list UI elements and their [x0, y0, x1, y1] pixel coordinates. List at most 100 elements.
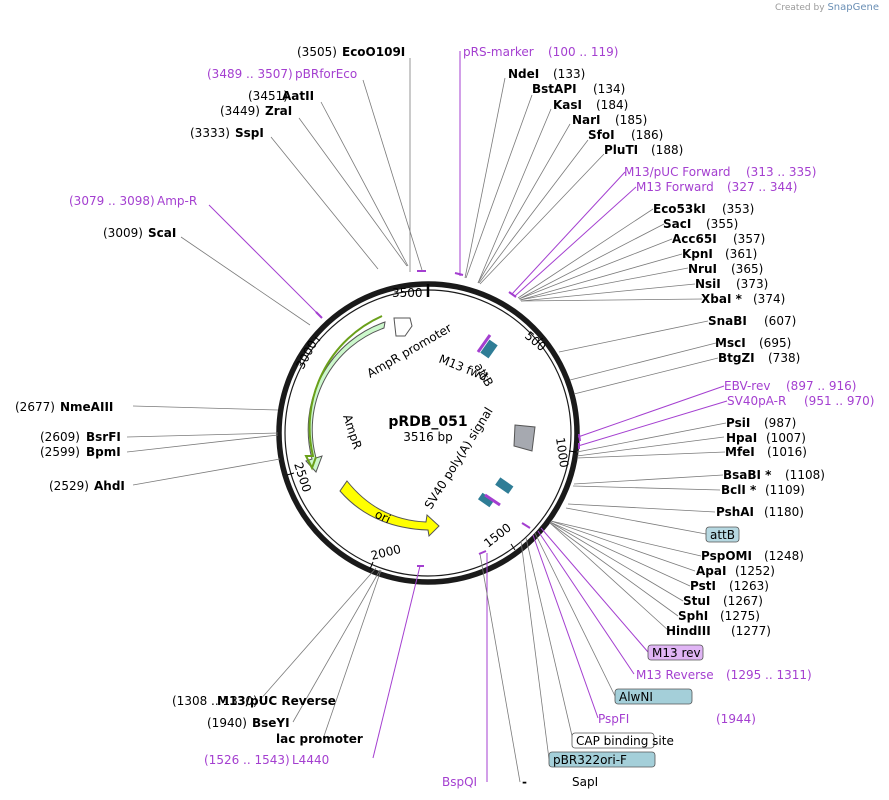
site-saci-name[interactable]: SacI	[663, 217, 691, 231]
tick-mark-2500	[286, 472, 295, 476]
site-zrai-name[interactable]: ZraI	[265, 104, 292, 118]
site-sv40pa-r-pos: (951 .. 970)	[804, 394, 874, 408]
l4440-site	[478, 550, 487, 555]
site-psii-name[interactable]: PsiI	[726, 416, 750, 430]
site-bcli-name[interactable]: BclI *	[721, 483, 757, 497]
site-kpni-name[interactable]: KpnI	[682, 247, 713, 261]
site-pspomi-name[interactable]: PspOMI	[701, 549, 752, 563]
site-alwni-name[interactable]: M13/pUC Reverse	[217, 694, 336, 708]
site-sphi-name[interactable]: SphI	[678, 609, 708, 623]
site-sspi-name[interactable]: SspI	[235, 126, 264, 140]
site-bstapi-name[interactable]: BstAPI	[532, 82, 577, 96]
site-sspi-pos: (3333)	[190, 126, 230, 140]
site-btgzi-pos: (738)	[768, 351, 800, 365]
site-pspomi-pos: (1248)	[764, 549, 804, 563]
attb-marker[interactable]	[480, 339, 498, 359]
site-msci-name[interactable]: MscI	[715, 336, 746, 350]
site-m13-forward-name[interactable]: M13 Forward	[636, 180, 714, 194]
site-pbr322ori-f-name[interactable]: L4440	[292, 753, 329, 767]
leader-sspi	[270, 136, 379, 270]
site-m13-reverse-name[interactable]: M13 Reverse	[636, 668, 714, 682]
site-m13puc-reverse-name[interactable]: PspFI	[598, 712, 629, 726]
site-nrui-name[interactable]: NruI	[688, 262, 717, 276]
leader-ndei	[464, 77, 506, 279]
m13-rev-marker[interactable]	[484, 493, 501, 507]
lac-marker[interactable]	[477, 492, 495, 508]
site-psti-name[interactable]: PstI	[690, 579, 716, 593]
site-mfei-pos: (1016)	[767, 445, 807, 459]
site-nsii-name[interactable]: NsiI	[695, 277, 721, 291]
site-bsrfi-name[interactable]: BsrFI	[86, 430, 121, 444]
tick-label-2000: 2000	[369, 542, 402, 563]
attb-marker-lower[interactable]	[495, 477, 514, 494]
lac-promoter-label-box[interactable]	[571, 732, 655, 749]
m13-fwd-marker[interactable]	[476, 334, 492, 353]
site-ndei-name[interactable]: NdeI	[508, 67, 539, 81]
site-ahdi-name[interactable]: AhdI	[94, 479, 125, 493]
site-kasi-name[interactable]: KasI	[553, 98, 582, 112]
site-l4440-name[interactable]: BspQI	[442, 775, 477, 789]
cap-binding-site-label-box[interactable]	[548, 751, 656, 768]
site-ebv-rev-name[interactable]: EBV-rev	[724, 379, 770, 393]
site-sfoi-pos: (186)	[631, 128, 663, 142]
site-hindiii-name[interactable]: HindIII	[666, 624, 711, 638]
site-pshai-name[interactable]: PshAI	[716, 505, 754, 519]
site-ahdi-pos: (2529)	[49, 479, 89, 493]
site-pluti-name[interactable]: PluTI	[604, 143, 638, 157]
site-ndei-pos: (133)	[553, 67, 585, 81]
site-nsii-pos: (373)	[736, 277, 768, 291]
m13-rev-label-box[interactable]	[647, 644, 704, 661]
site-pbrforeco-name[interactable]: pBRforEco	[295, 67, 357, 81]
site-pspfi-name[interactable]: BseYI	[252, 716, 290, 730]
site-zrai-pos: (3449)	[220, 104, 260, 118]
site-amp-r-name[interactable]: Amp-R	[157, 194, 197, 208]
lac-operator-label-box[interactable]	[614, 688, 693, 705]
site-bspqi-name[interactable]: -	[522, 775, 527, 789]
site-sfoi-name[interactable]: SfoI	[588, 128, 615, 142]
site-m13puc-forward-name[interactable]: M13/pUC Forward	[624, 165, 731, 179]
site-apai-name[interactable]: ApaI	[696, 564, 726, 578]
site-btgzi-name[interactable]: BtgZI	[718, 351, 755, 365]
leader-bsabi	[573, 474, 724, 485]
site-acc65i-name[interactable]: Acc65I	[672, 232, 717, 246]
site-bpmi-name[interactable]: BpmI	[86, 445, 121, 459]
site-bsabi-name[interactable]: BsaBI *	[723, 468, 772, 482]
site-psii-pos: (987)	[764, 416, 796, 430]
leader-saci	[518, 223, 665, 300]
amp-r-site	[315, 311, 323, 319]
leader-nmeaiii	[132, 405, 279, 411]
leader-bspqi	[479, 553, 521, 783]
ori-feature-arrow[interactable]	[339, 480, 440, 538]
leader-kasi	[477, 108, 552, 284]
site-bsrfi-pos: (2609)	[40, 430, 80, 444]
site-sv40pa-r-name[interactable]: SV40pA-R	[727, 394, 786, 408]
site-pbr322ori-f-pos: (1526 .. 1543)	[204, 753, 290, 767]
site-nari-name[interactable]: NarI	[572, 113, 601, 127]
attb-label-box[interactable]	[705, 526, 740, 543]
site-aatii-name[interactable]: AatII	[282, 89, 314, 103]
leader-bpmi	[126, 434, 279, 453]
primer-sites	[315, 270, 581, 567]
sv40-polya-feature[interactable]	[513, 424, 536, 452]
leader-pluti	[479, 153, 605, 285]
site-eco53ki-name[interactable]: Eco53kI	[653, 202, 706, 216]
site-aatii-pos: (3451)	[248, 89, 288, 103]
site-mfei-name[interactable]: MfeI	[725, 445, 755, 459]
leader-sfoi	[478, 139, 589, 284]
site-hpai-name[interactable]: HpaI	[726, 431, 757, 445]
site-hpai-pos: (1007)	[766, 431, 806, 445]
site-xbai-name[interactable]: XbaI *	[701, 292, 743, 306]
leader-pspfi	[292, 569, 381, 723]
site-stui-name[interactable]: StuI	[683, 594, 710, 608]
ampr-promoter-arrow[interactable]	[393, 317, 413, 337]
site-lac-operator-name: AlwNI	[619, 690, 653, 704]
site-prs-marker-name[interactable]: pRS-marker	[463, 45, 534, 59]
site-nmeaiii-name[interactable]: NmeAIII	[60, 400, 113, 414]
tick-mark-2000	[369, 561, 374, 570]
site-snabi-name[interactable]: SnaBI	[708, 314, 747, 328]
site-scai-name[interactable]: ScaI	[148, 226, 176, 240]
site-bseyi-name[interactable]: lac promoter	[276, 732, 363, 746]
site-nrui-pos: (365)	[731, 262, 763, 276]
leader-bstapi	[465, 94, 533, 279]
site-ecoo109i-name[interactable]: EcoO109I	[342, 45, 405, 59]
